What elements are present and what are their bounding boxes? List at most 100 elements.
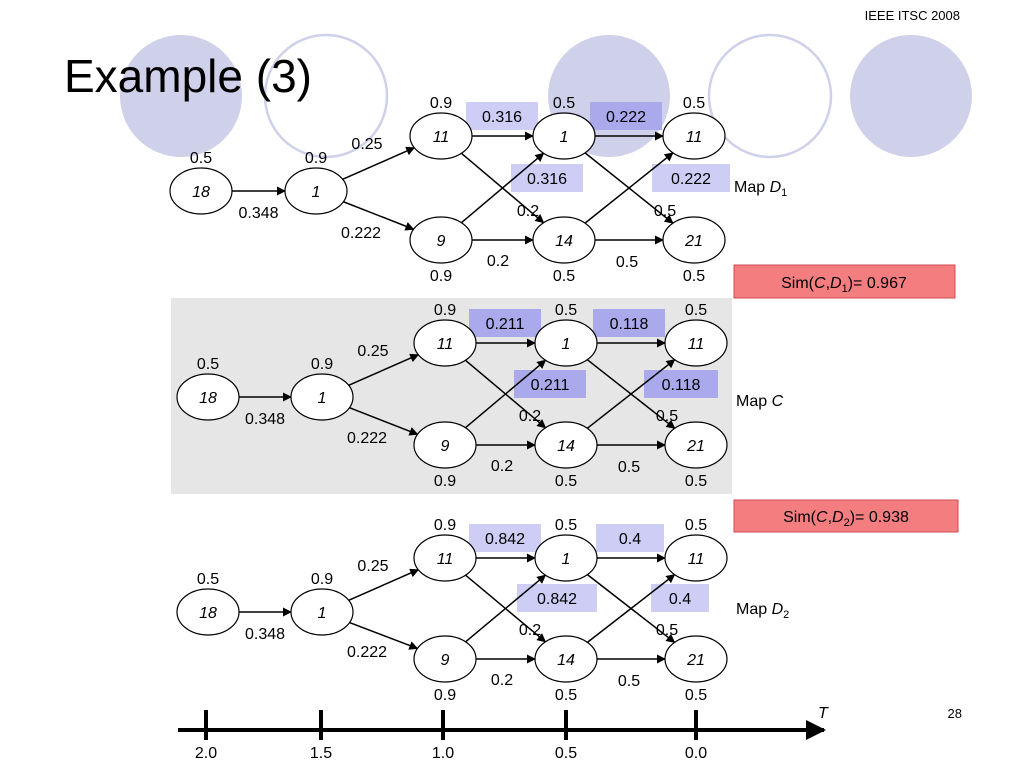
state-node xyxy=(284,167,348,215)
state-node-label: 21 xyxy=(686,652,705,669)
state-node-label: 11 xyxy=(688,336,705,353)
node-probability: 0.5 xyxy=(197,356,219,373)
edge-probability: 0.5 xyxy=(618,673,640,690)
state-node xyxy=(413,421,477,469)
edge-probability: 0.5 xyxy=(616,254,638,271)
state-node xyxy=(662,216,726,264)
state-node-label: 21 xyxy=(686,438,705,455)
edge-arrow xyxy=(349,407,419,436)
highlight-value: 0.211 xyxy=(531,377,570,394)
state-node xyxy=(662,112,726,160)
deco-circle-5 xyxy=(850,35,972,157)
highlight-value: 0.118 xyxy=(610,316,649,333)
state-node xyxy=(534,421,598,469)
state-node-label: 9 xyxy=(441,438,450,455)
highlight-value: 0.316 xyxy=(482,109,522,126)
deco-circle-2 xyxy=(263,33,389,159)
highlight-box xyxy=(511,164,583,192)
edge-arrow xyxy=(348,568,420,601)
node-probability: 0.5 xyxy=(190,150,212,167)
highlight-value: 0.4 xyxy=(669,591,691,608)
state-node-label: 11 xyxy=(437,336,454,353)
edge-probability: 0.222 xyxy=(347,644,387,661)
node-probability: 0.9 xyxy=(434,473,456,490)
state-node-label: 18 xyxy=(192,184,210,201)
edge-arrow xyxy=(342,146,416,180)
conference-label: IEEE ITSC 2008 xyxy=(865,8,960,23)
highlight-box xyxy=(466,102,538,130)
edge-probability: 0.2 xyxy=(519,622,541,639)
node-probability: 0.5 xyxy=(553,268,575,285)
map-label: Map D1 xyxy=(734,179,787,199)
map-label: Map C xyxy=(736,393,784,410)
state-node xyxy=(176,588,240,636)
edge-arrow xyxy=(586,574,676,643)
state-node-label: 14 xyxy=(557,438,575,455)
similarity-d1-box: Sim(C,D1)= 0.967 xyxy=(733,264,956,299)
state-node-label: 1 xyxy=(562,336,571,353)
state-node xyxy=(534,319,598,367)
map-label: Map D2 xyxy=(736,601,789,621)
highlight-box xyxy=(652,164,730,192)
state-node-label: 1 xyxy=(312,184,321,201)
edge-arrow xyxy=(349,621,419,650)
edge-probability: 0.2 xyxy=(491,672,513,689)
axis-tick-label: 0.5 xyxy=(555,745,577,762)
state-node xyxy=(409,112,473,160)
state-node xyxy=(534,635,598,683)
state-node-label: 14 xyxy=(555,233,573,250)
deco-circle-1 xyxy=(120,35,242,157)
highlight-value: 0.842 xyxy=(485,531,525,548)
edge-probability: 0.2 xyxy=(519,408,541,425)
node-probability: 0.9 xyxy=(430,268,452,285)
axis-tick-label: 1.0 xyxy=(432,745,454,762)
edge-probability: 0.25 xyxy=(357,343,388,360)
state-node xyxy=(169,167,233,215)
state-node xyxy=(664,534,728,582)
edge-probability: 0.2 xyxy=(487,253,509,270)
state-node-label: 11 xyxy=(688,551,705,568)
edge-arrow xyxy=(465,574,547,643)
highlight-value: 0.316 xyxy=(527,171,567,188)
highlight-value: 0.222 xyxy=(671,171,711,188)
node-probability: 0.9 xyxy=(305,150,327,167)
state-node-label: 11 xyxy=(437,551,454,568)
node-probability: 0.5 xyxy=(555,302,577,319)
axis-tick-label: 1.5 xyxy=(310,745,332,762)
edge-probability: 0.5 xyxy=(656,622,678,639)
state-node xyxy=(413,635,477,683)
node-probability: 0.5 xyxy=(555,687,577,704)
node-probability: 0.9 xyxy=(434,517,456,534)
edge-arrow xyxy=(464,359,547,429)
edge-arrow xyxy=(343,201,415,231)
state-node xyxy=(664,635,728,683)
edge-arrow xyxy=(460,152,545,224)
highlight-box xyxy=(596,524,664,552)
state-node xyxy=(413,534,477,582)
similarity-d2-box: Sim(C,D2)= 0.938 xyxy=(733,499,959,533)
highlight-value: 0.211 xyxy=(486,316,525,333)
state-node-label: 1 xyxy=(560,129,569,146)
node-probability: 0.5 xyxy=(553,95,575,112)
state-node-label: 1 xyxy=(562,551,571,568)
node-probability: 0.5 xyxy=(685,302,707,319)
axis-tick-label: 2.0 xyxy=(195,745,217,762)
state-node xyxy=(534,534,598,582)
node-probability: 0.9 xyxy=(311,356,333,373)
deco-circle-4 xyxy=(707,33,833,159)
node-probability: 0.5 xyxy=(683,95,705,112)
state-node-label: 1 xyxy=(318,605,327,622)
edge-probability: 0.348 xyxy=(238,205,278,222)
highlight-box xyxy=(514,370,586,398)
state-node xyxy=(176,373,240,421)
state-node-label: 9 xyxy=(441,652,450,669)
page-number: 28 xyxy=(948,706,962,721)
highlight-box xyxy=(590,102,662,130)
state-node xyxy=(290,588,354,636)
node-probability: 0.9 xyxy=(311,571,333,588)
edge-probability: 0.348 xyxy=(245,626,285,643)
state-node-label: 18 xyxy=(199,390,217,407)
